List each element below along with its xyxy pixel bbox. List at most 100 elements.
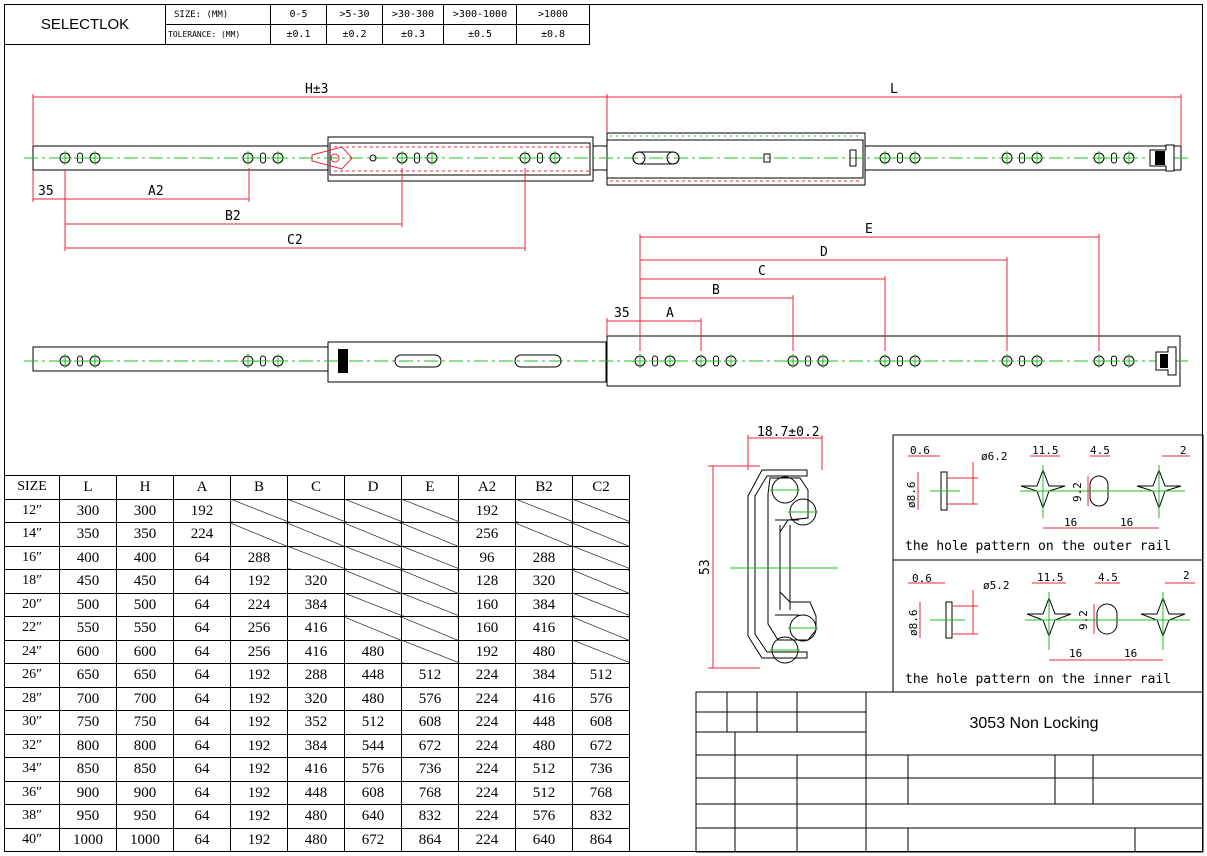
table-cell: 600	[116, 639, 174, 664]
table-cell: 30″	[4, 710, 60, 735]
table-cell	[572, 592, 630, 617]
table-cell	[401, 522, 459, 547]
outer-dim-11-5: 11.5	[1032, 444, 1059, 457]
table-cell: 450	[116, 569, 174, 594]
table-cell: 288	[230, 545, 288, 570]
dim-height: 53	[698, 559, 713, 575]
outer-dim-4-5: 4.5	[1090, 444, 1110, 457]
table-cell	[287, 498, 345, 523]
table-cell: 192	[173, 498, 231, 523]
table-cell: 64	[173, 757, 231, 782]
table-cell: 900	[116, 780, 174, 805]
table-cell	[230, 522, 288, 547]
dim-d: D	[820, 245, 828, 260]
outer-dim-thickness: 0.6	[910, 444, 930, 457]
table-cell: 224	[458, 663, 516, 688]
table-cell: 64	[173, 569, 231, 594]
table-cell	[515, 498, 573, 523]
table-cell: 64	[173, 545, 231, 570]
table-cell: 256	[230, 639, 288, 664]
table-cell: 320	[515, 569, 573, 594]
table-cell: 288	[287, 663, 345, 688]
dim-width: 18.7±0.2	[757, 425, 820, 440]
table-cell: 512	[401, 663, 459, 688]
dim-35-top: 35	[38, 184, 54, 199]
table-cell: 448	[287, 780, 345, 805]
table-cell: 736	[401, 757, 459, 782]
table-cell: 950	[116, 804, 174, 829]
table-cell: 192	[230, 804, 288, 829]
table-cell: 450	[59, 569, 117, 594]
dim-c2: C2	[287, 233, 303, 248]
table-cell: 672	[401, 733, 459, 758]
table-cell: 550	[116, 616, 174, 641]
table-cell: 850	[116, 757, 174, 782]
brand-name: SELECTLOK	[4, 4, 166, 45]
dimension-lines	[32, 94, 1182, 351]
column-header: H	[116, 475, 174, 500]
table-cell: 864	[572, 827, 630, 852]
table-cell: 448	[344, 663, 402, 688]
column-header: B2	[515, 475, 573, 500]
table-cell: 768	[572, 780, 630, 805]
table-cell: 850	[59, 757, 117, 782]
drawing-title: 3053 Non Locking	[969, 715, 1099, 732]
outer-dim-16a: 16	[1064, 516, 1077, 529]
inner-dim-16b: 16	[1124, 647, 1137, 660]
table-cell	[572, 498, 630, 523]
table-cell: 544	[344, 733, 402, 758]
dim-h: H±3	[305, 82, 328, 97]
title-block-grid	[695, 691, 1204, 853]
table-cell: 600	[59, 639, 117, 664]
table-cell	[401, 569, 459, 594]
inner-dim-diameter: ø5.2	[983, 579, 1010, 592]
table-cell: 224	[458, 827, 516, 852]
table-cell: 20″	[4, 592, 60, 617]
table-cell: 480	[344, 686, 402, 711]
column-header: C	[287, 475, 345, 500]
outer-rail-detail: 0.6 ø6.2 11.5 4.5 2 ø8.6 9.2 16 16	[905, 444, 1190, 529]
table-cell	[344, 592, 402, 617]
tolerance-table: SELECTLOK SIZE: (MM) 0-5 >5-30 >30-300 >…	[4, 4, 590, 45]
table-cell: 32″	[4, 733, 60, 758]
table-cell: 480	[287, 804, 345, 829]
inner-rail-detail: 0.6 ø5.2 11.5 4.5 2 ø8.6 9.2 16 16	[907, 569, 1195, 661]
table-cell: 480	[515, 733, 573, 758]
table-cell: 256	[230, 616, 288, 641]
table-cell: 640	[515, 827, 573, 852]
table-cell: 416	[515, 686, 573, 711]
dim-c: C	[758, 264, 766, 279]
table-cell: 832	[572, 804, 630, 829]
table-cell	[287, 545, 345, 570]
table-cell: 192	[230, 757, 288, 782]
table-cell: 512	[572, 663, 630, 688]
table-cell: 736	[572, 757, 630, 782]
table-cell: 224	[458, 757, 516, 782]
table-cell: 864	[401, 827, 459, 852]
table-cell: 224	[458, 733, 516, 758]
table-cell: 64	[173, 780, 231, 805]
detail-panels	[892, 434, 1204, 693]
table-cell	[401, 498, 459, 523]
dim-l: L	[890, 82, 898, 97]
table-cell	[572, 616, 630, 641]
table-cell: 640	[344, 804, 402, 829]
inner-dim-2: 2	[1183, 569, 1190, 582]
table-cell: 480	[287, 827, 345, 852]
table-cell	[572, 545, 630, 570]
table-cell	[401, 639, 459, 664]
table-cell: 256	[458, 522, 516, 547]
top-rail-assembly	[24, 132, 1192, 186]
table-cell: 512	[344, 710, 402, 735]
table-cell: 650	[116, 663, 174, 688]
outer-dim-8-6: ø8.6	[905, 482, 918, 509]
table-cell	[344, 569, 402, 594]
inner-dim-thickness: 0.6	[912, 572, 932, 585]
